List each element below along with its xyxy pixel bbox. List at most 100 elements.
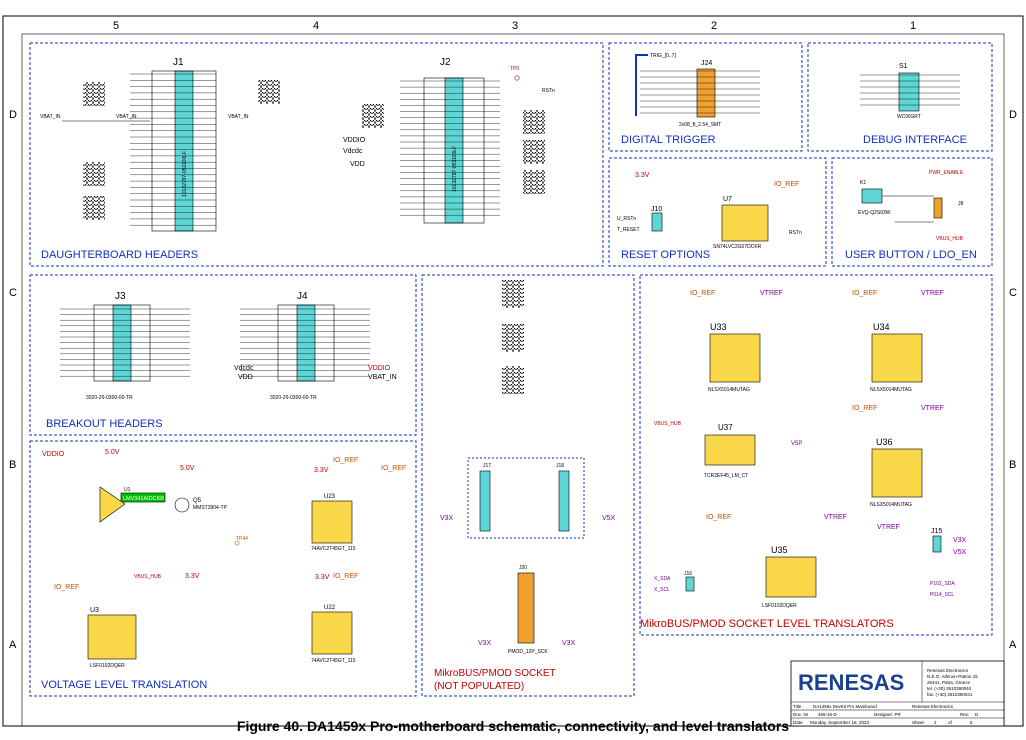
resistor-network: [502, 280, 524, 308]
u23-partnumber: 74AVC2T45GT_115: [311, 546, 356, 552]
j18-refdes: J18: [556, 463, 564, 469]
date: Monday, September 18, 2023: [810, 720, 869, 725]
k1-body: [861, 188, 883, 204]
u36-refdes: U36: [876, 437, 893, 447]
net-vbus-hub: VBUS_HUB: [654, 421, 682, 427]
net-io-ref: IO_REF: [690, 290, 715, 297]
column-marker: 4: [313, 20, 319, 32]
net-v3x: V3X: [440, 515, 454, 522]
u22-body: [311, 611, 353, 655]
op-amp-symbol: [99, 486, 126, 523]
net-io-ref: IO_REF: [333, 457, 358, 464]
net-vdd: VDD: [238, 374, 253, 381]
net-label: VBAT_IN: [116, 114, 137, 120]
u36-body: [871, 448, 923, 498]
net-x-scl: X_SCL: [654, 587, 670, 593]
net-v3x: V3X: [562, 640, 576, 647]
u7-refdes: U7: [723, 196, 732, 203]
j1-pins: [130, 73, 216, 226]
net-vbus-hub: VBUS_HUB: [936, 236, 964, 242]
sheet-total: 5: [970, 720, 973, 725]
block-title: VOLTAGE LEVEL TRANSLATION: [41, 679, 207, 691]
j24-refdes: J24: [701, 60, 712, 67]
j24-partnumber: 2x08_ft_2.54_SMT: [679, 122, 721, 128]
u23-body: [311, 500, 353, 544]
net-vddio: VDDIO: [343, 137, 366, 144]
u34-body: [871, 333, 923, 383]
revision: D: [975, 712, 979, 717]
net-io-ref: IO_REF: [852, 405, 877, 412]
q5-refdes: Q5: [193, 498, 202, 504]
u1-partnumber: LMV341AIDCKR: [123, 496, 164, 502]
net-io-ref: IO_REF: [333, 573, 358, 580]
net-rstn: RSTn: [789, 230, 802, 236]
net-io-ref: IO_REF: [774, 181, 799, 188]
u34-partnumber: NLSX5014MUTAG: [870, 387, 912, 393]
net-v5p: V5P: [791, 441, 802, 447]
net-3v3: 3.3V: [314, 467, 329, 474]
net-5v0: 5.0V: [180, 465, 195, 472]
block-breakout-headers: BREAKOUT HEADERS J3 3020-26-0300-00-TR J…: [29, 274, 417, 436]
transistor-symbol: [174, 497, 190, 513]
j4-partnumber: 3020-26-0300-00-TR: [270, 395, 317, 401]
test-point: [514, 75, 520, 81]
s1-refdes: S1: [899, 63, 908, 70]
net-vdcdc: Vdcdc: [234, 365, 254, 372]
j3-partnumber: 3020-26-0300-00-TR: [86, 395, 133, 401]
u35-body: [765, 556, 817, 598]
u37-partnumber: TCR2EF45_LM_CT: [704, 473, 748, 479]
u23-refdes: U23: [324, 494, 336, 500]
net-vdd: VDD: [350, 161, 365, 168]
k1-refdes: K1: [860, 180, 866, 186]
j10-body: [651, 212, 663, 232]
resistor-network: [83, 162, 105, 186]
u7-body: [721, 204, 769, 242]
block-voltage-level-translation: VOLTAGE LEVEL TRANSLATION VDDIO 5.0V 5.0…: [29, 440, 417, 697]
net-vdcdc: Vdcdc: [343, 148, 363, 155]
u33-refdes: U33: [710, 322, 727, 332]
resistor-network: [83, 196, 105, 220]
k1-partnumber: EVQ-Q2S03W: [858, 210, 891, 216]
j8-body: [933, 197, 943, 219]
net-label: VBAT_IN: [228, 114, 249, 120]
net-u-rstn: U_RSTn: [617, 216, 636, 222]
q5-partnumber: MMST3904-TP: [193, 505, 228, 511]
address-line: tel. (+30) 2610390040: [927, 686, 972, 691]
j15-refdes: J15: [931, 528, 942, 535]
column-markers: 5 4 3 2 1: [113, 20, 916, 32]
resistor-network: [502, 324, 524, 352]
s1-partnumber: WC06SRT: [897, 114, 921, 120]
net-vtref: VTREF: [760, 290, 783, 297]
u7-partnumber: SN74LVC2G07DCKR: [713, 244, 762, 250]
block-title: MikroBUS/PMOD SOCKET: [434, 668, 556, 679]
sheet-number: 2: [934, 720, 937, 725]
s1-pins: [860, 74, 960, 106]
net-vtref: VTREF: [921, 290, 944, 297]
j4-body: [296, 304, 316, 382]
net-5v0: 5.0V: [105, 449, 120, 456]
row-marker: C: [1009, 287, 1017, 299]
j4-refdes: J4: [297, 291, 308, 302]
block-reset-options: RESET OPTIONS 3.3V IO_REF U7 SN74LVC2G07…: [608, 157, 827, 267]
net-vbat-in: VBAT_IN: [368, 374, 397, 381]
resistor-network: [523, 140, 545, 164]
j3-refdes: J3: [115, 291, 126, 302]
u22-refdes: U22: [324, 605, 336, 611]
j2-pins: [400, 80, 500, 216]
resistor-network: [523, 170, 545, 194]
net-v5x: V5X: [953, 549, 967, 556]
tp44-refdes: TP44: [236, 536, 248, 542]
net-t-reset: T_RESET: [617, 227, 640, 233]
row-marker: C: [9, 287, 17, 299]
block-title: BREAKOUT HEADERS: [46, 418, 163, 430]
j8-refdes: J8: [958, 201, 964, 207]
j10-refdes: J10: [651, 206, 662, 213]
block-title: DEBUG INTERFACE: [863, 134, 967, 146]
j20-refdes: J20: [519, 565, 527, 571]
address-line: Renesas Electronics: [927, 668, 969, 673]
j16-body: [685, 576, 695, 592]
j20-body: [517, 572, 535, 644]
row-marker: A: [9, 639, 17, 651]
net-vddio: VDDIO: [42, 451, 65, 458]
